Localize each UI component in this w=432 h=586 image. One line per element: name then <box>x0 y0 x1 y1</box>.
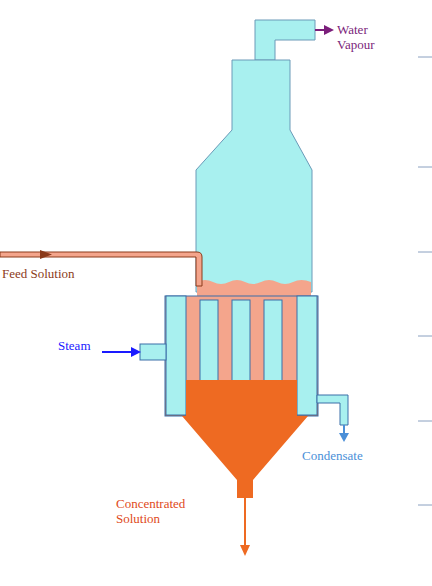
condensate-label: Condensate <box>302 448 363 463</box>
concentrate-arrow <box>244 498 246 546</box>
condensate-nozzle <box>317 395 348 425</box>
vapour-label: Water Vapour <box>337 22 397 52</box>
steam-label: Steam <box>58 338 91 353</box>
concentrate-label: Concentrated Solution <box>116 496 200 526</box>
feed-pipe <box>0 252 202 286</box>
vapour-pipe <box>255 20 315 60</box>
concentrate-cone <box>182 380 308 498</box>
feed-label: Feed Solution <box>2 266 75 281</box>
condensate-arrowhead <box>339 433 349 442</box>
liquid-layer <box>197 280 311 298</box>
steam-arrow <box>102 351 132 353</box>
vapour-chamber <box>196 60 312 292</box>
edge-marks <box>418 57 432 505</box>
concentrate-arrowhead <box>240 545 250 556</box>
condensate-arrow <box>343 425 345 434</box>
feed-arrowhead <box>40 250 52 259</box>
steam-arrowhead <box>131 347 141 357</box>
vapour-arrowhead <box>324 25 334 35</box>
steam-nozzle <box>140 344 166 360</box>
